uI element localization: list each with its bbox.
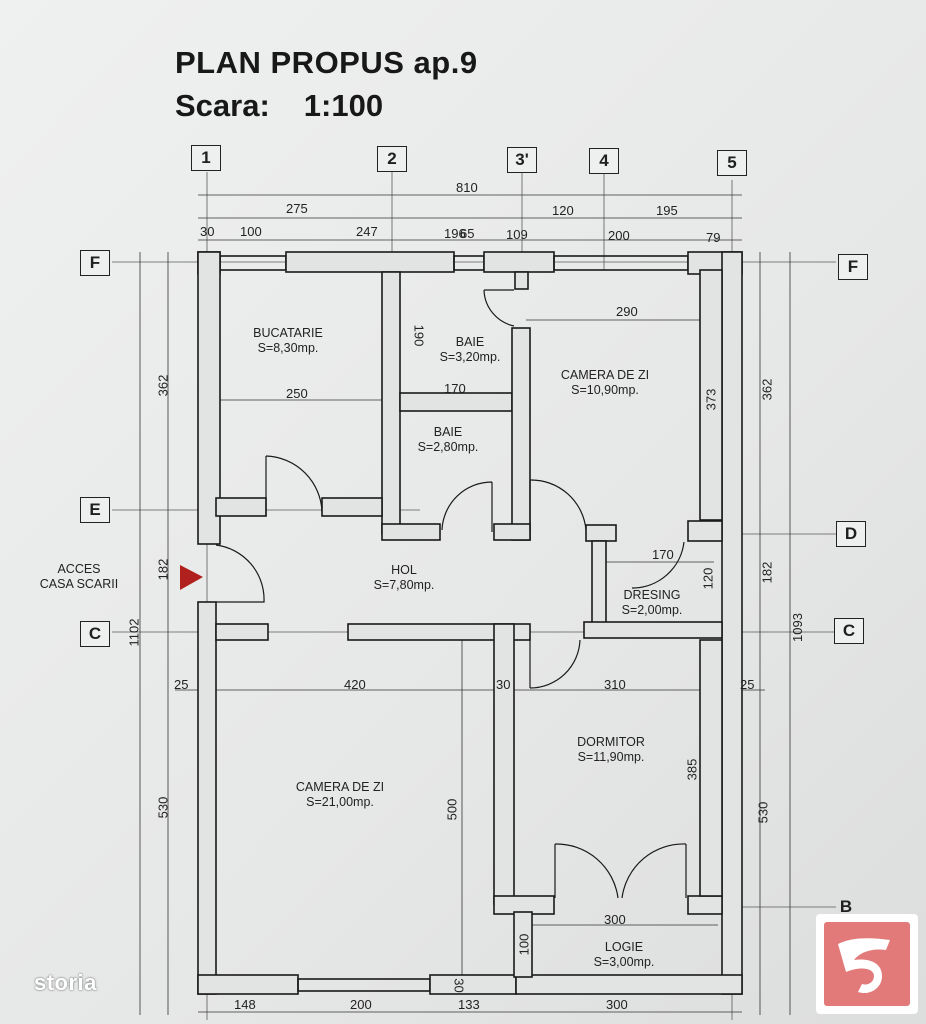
room-area: S=10,90mp.: [571, 383, 639, 397]
room-name: LOGIE: [604, 940, 644, 954]
axis-top-4: 4: [589, 148, 619, 174]
dim-bottom-148: 148: [234, 997, 256, 1012]
axis-f-left: F: [80, 250, 110, 276]
brand-logo-icon: [816, 914, 918, 1014]
dim-row3-200: 200: [608, 228, 630, 243]
room-dresing: DRESING S=2,00mp.: [604, 588, 700, 618]
dim-right-362: 362: [759, 378, 775, 401]
room-camera-de-zi-small: CAMERA DE ZI S=10,90mp.: [550, 368, 660, 398]
axis-top-2: 2: [377, 146, 407, 172]
axis-c-right: C: [834, 618, 864, 644]
brand-logo-glyph: [838, 938, 890, 994]
dim-500: 500: [444, 798, 460, 821]
room-name: BUCATARIE: [253, 326, 323, 340]
dim-row3-79: 79: [706, 230, 721, 245]
room-area: S=8,30mp.: [257, 341, 319, 355]
room-name: HOL: [391, 563, 417, 577]
dim-mid-25a: 25: [174, 677, 189, 692]
dim-100: 100: [516, 933, 532, 956]
access-line-1: ACCES: [57, 562, 101, 576]
axis-c-left: C: [80, 621, 110, 647]
dim-mid-30: 30: [496, 677, 511, 692]
dim-left-530: 530: [155, 796, 171, 819]
dim-right-1093: 1093: [789, 613, 805, 642]
dim-bottom-200: 200: [350, 997, 372, 1012]
room-area: S=3,00mp.: [593, 955, 655, 969]
dim-190: 190: [411, 324, 427, 347]
door-swings: [215, 289, 687, 899]
room-bucatarie: BUCATARIE S=8,30mp.: [240, 326, 336, 356]
axis-top-3prime: 3': [507, 147, 537, 173]
room-baie-2: BAIE S=2,80mp.: [400, 425, 496, 455]
axis-f-right: F: [838, 254, 868, 280]
scale-label: Scara:: [175, 88, 270, 123]
room-name: CAMERA DE ZI: [295, 780, 385, 794]
room-logie: LOGIE S=3,00mp.: [572, 940, 676, 970]
scale-value: 1:100: [303, 88, 384, 123]
dim-bottom-300: 300: [606, 997, 628, 1012]
room-name: DORMITOR: [577, 735, 645, 749]
entry-arrow: [180, 565, 203, 590]
dim-top-total: 810: [456, 180, 478, 195]
room-camera-de-zi-large: CAMERA DE ZI S=21,00mp.: [285, 780, 395, 810]
plan-title: PLAN PROPUS ap.9: [175, 45, 478, 80]
room-area: S=11,90mp.: [577, 750, 645, 764]
room-hol: HOL S=7,80mp.: [356, 563, 452, 593]
dim-170b: 170: [652, 547, 674, 562]
dim-row3-100: 100: [240, 224, 262, 239]
room-area: S=7,80mp.: [373, 578, 435, 592]
room-dormitor: DORMITOR S=11,90mp.: [556, 735, 666, 765]
dim-top-120: 120: [552, 203, 574, 218]
brand-logo-mark: [824, 922, 910, 1006]
axis-b: B: [839, 897, 853, 916]
room-area: S=2,00mp.: [621, 603, 683, 617]
access-line-2: CASA SCARII: [39, 577, 119, 591]
room-name: DRESING: [623, 588, 681, 602]
dim-top-195: 195: [656, 203, 678, 218]
dim-373: 373: [703, 388, 719, 411]
room-area: S=2,80mp.: [417, 440, 479, 454]
dim-300: 300: [604, 912, 626, 927]
dim-385: 385: [684, 758, 700, 781]
dim-left-182: 182: [155, 558, 171, 581]
dim-30b: 30: [451, 978, 467, 993]
dim-row3-109: 109: [506, 227, 528, 242]
room-baie-1: BAIE S=3,20mp.: [422, 335, 518, 365]
room-name: CAMERA DE ZI: [560, 368, 650, 382]
axis-top-1: 1: [191, 145, 221, 171]
dim-left-1102: 1102: [126, 618, 142, 647]
plan-scale: Scara: 1:100: [175, 88, 383, 124]
dim-bottom-133: 133: [458, 997, 480, 1012]
dim-250: 250: [286, 386, 308, 401]
axis-d: D: [836, 521, 866, 547]
walls: [197, 251, 743, 995]
dimension-lines: [139, 194, 791, 1015]
dim-right-530: 530: [755, 801, 771, 824]
dim-top-275: 275: [286, 201, 308, 216]
axis-top-5: 5: [717, 150, 747, 176]
dim-row3-65: 65: [460, 226, 475, 241]
dim-mid-25b: 25: [740, 677, 755, 692]
room-name: BAIE: [455, 335, 485, 349]
dim-row3-30: 30: [200, 224, 215, 239]
room-name: BAIE: [433, 425, 463, 439]
room-area: S=21,00mp.: [306, 795, 374, 809]
access-label: ACCES CASA SCARII: [24, 562, 134, 592]
dim-mid-310: 310: [604, 677, 626, 692]
dim-row3-247: 247: [356, 224, 378, 239]
storia-logo: storia: [34, 970, 97, 995]
room-area: S=3,20mp.: [439, 350, 501, 364]
dim-mid-420: 420: [344, 677, 366, 692]
dim-right-182: 182: [759, 561, 775, 584]
dim-170a: 170: [444, 381, 466, 396]
dim-290: 290: [616, 304, 638, 319]
dim-120: 120: [700, 567, 716, 590]
axis-e: E: [80, 497, 110, 523]
dim-left-362: 362: [155, 374, 171, 397]
dim-row3-196: 196: [444, 226, 466, 241]
